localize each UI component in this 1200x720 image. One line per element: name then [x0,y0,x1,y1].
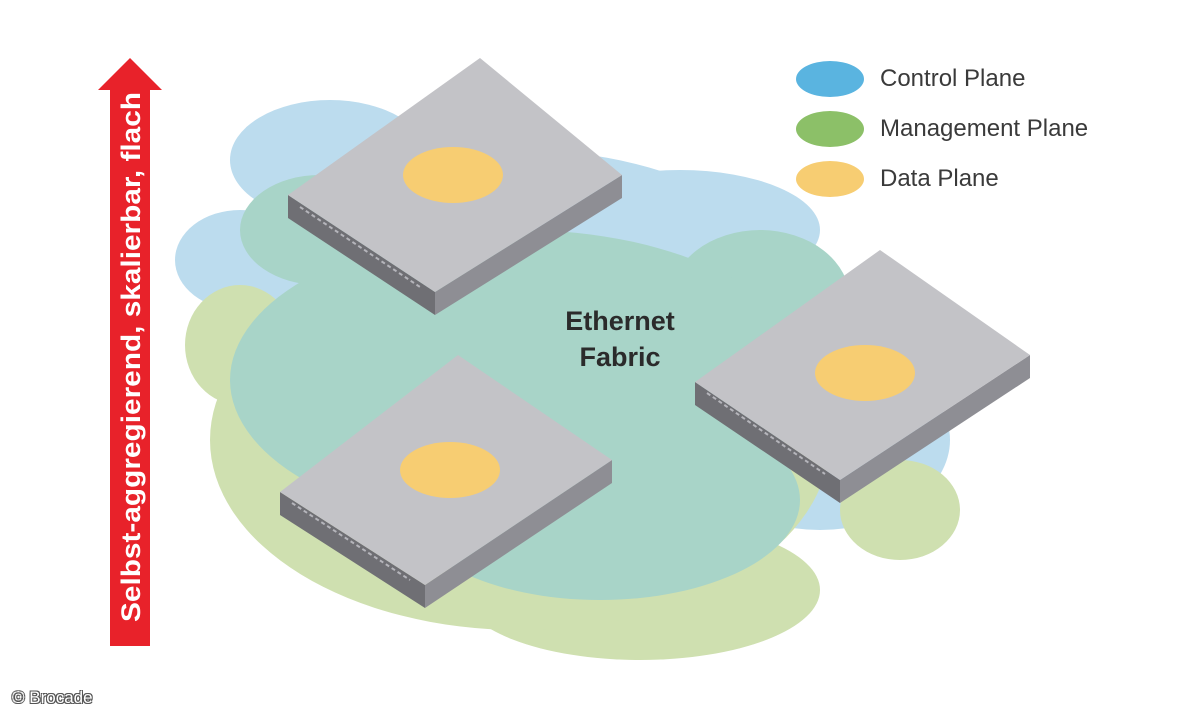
arrow-label: Selbst-aggregierend, skalierbar, flach [116,92,146,622]
data-plane-marker [403,147,503,203]
switch-bottom [280,355,612,608]
switch-top [288,58,622,315]
legend-swatch-data-plane [796,161,864,197]
legend-label-control-plane: Control Plane [880,65,1025,92]
legend-swatch-management-plane [796,111,864,147]
arrow-up-icon [98,58,162,646]
legend-swatch-control-plane [796,61,864,97]
fabric-label-line1: Ethernet [565,306,675,336]
copyright-credit: © Brocade [12,688,93,707]
fabric-label-line2: Fabric [579,342,660,372]
data-plane-marker [815,345,915,401]
legend: Control Plane Management Plane Data Plan… [796,61,1088,197]
data-plane-marker [400,442,500,498]
scalability-arrow: Selbst-aggregierend, skalierbar, flach [98,58,162,646]
legend-label-data-plane: Data Plane [880,165,999,192]
switch-right [695,250,1030,503]
legend-label-management-plane: Management Plane [880,115,1088,142]
